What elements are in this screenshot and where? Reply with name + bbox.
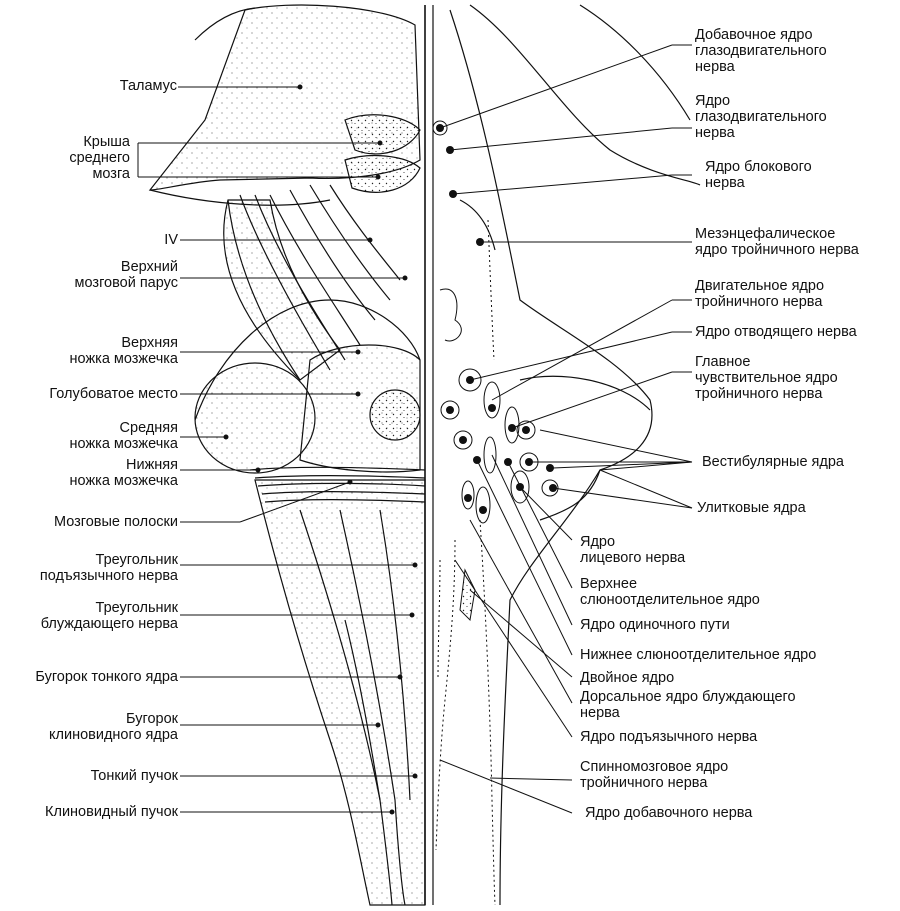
label-locus-coeruleus: Голубоватое место — [49, 386, 178, 402]
label-cochlear-nuclei: Улитковые ядра — [697, 500, 806, 516]
label-medullary-striae: Мозговые полоски — [53, 514, 178, 530]
label-thalamus: Таламус — [119, 78, 177, 94]
label-gracile-tubercle: Бугорок тонкого ядра — [35, 669, 178, 685]
label-nucleus-ambiguus: Двойное ядро — [580, 670, 675, 686]
label-cuneate-fasciculus: Клиновидный пучок — [45, 804, 178, 820]
label-abducens-nucleus: Ядро отводящего нерва — [695, 324, 857, 340]
label-trochlear-nucleus: Ядро блокового нерва — [705, 159, 812, 191]
label-accessory-nucleus: Ядро добавочного нерва — [585, 805, 753, 821]
leader-lines — [137, 44, 693, 815]
label-middle-cerebellar-peduncle: Средняя ножка мозжечка — [69, 420, 178, 452]
label-midbrain-roof: Крыша среднего мозга — [69, 134, 130, 182]
label-oculomotor-nucleus: Ядро глазодвигательного нерва — [695, 93, 827, 141]
label-vagal-trigone: Треугольник блуждающего нерва — [40, 600, 178, 632]
label-superior-medullary-velum: Верхний мозговой парус — [74, 259, 178, 291]
inferior-colliculus-shape — [344, 155, 421, 193]
label-dorsal-vagal-nucleus: Дорсальное ядро блуждающего нерва — [580, 689, 796, 721]
superior-colliculus-shape — [344, 114, 421, 155]
label-superior-cerebellar-peduncle: Верхняя ножка мозжечка — [69, 335, 178, 367]
medulla-left-outline — [254, 479, 426, 906]
label-cuneate-tubercle: Бугорок клиновидного ядра — [49, 711, 178, 743]
label-motor-trigeminal-nucleus: Двигательное ядро тройничного нерва — [695, 278, 825, 310]
middle-peduncle-cut — [194, 362, 316, 474]
label-mesencephalic-trigeminal-nucleus: Мезэнцефалическое ядро тройничного нерва — [695, 226, 859, 258]
label-gracile-fasciculus: Тонкий пучок — [90, 768, 178, 784]
label-vestibular-nuclei: Вестибулярные ядра — [702, 454, 844, 470]
label-spinal-trigeminal-nucleus: Спинномозговое ядро тройничного нерва — [580, 759, 729, 791]
label-accessory-oculomotor-nucleus: Добавочное ядро глазодвигательного нерва — [695, 27, 827, 75]
label-hypoglossal-nucleus: Ядро подъязычного нерва — [580, 729, 758, 745]
label-principal-sensory-trigeminal-nucleus: Главное чувствительное ядро тройничного … — [695, 354, 838, 402]
right-half-outline — [469, 4, 701, 186]
label-solitary-tract-nucleus: Ядро одиночного пути — [580, 617, 730, 633]
label-inferior-cerebellar-peduncle: Нижняя ножка мозжечка — [69, 457, 178, 489]
label-superior-salivatory-nucleus: Верхнее слюноотделительное ядро — [580, 576, 760, 608]
label-inferior-salivatory-nucleus: Нижнее слюноотделительное ядро — [580, 647, 817, 663]
label-nerve-iv: IV — [164, 232, 178, 248]
label-facial-nucleus: Ядро лицевого нерва — [580, 534, 686, 566]
label-hypoglossal-trigone: Треугольник подъязычного нерва — [39, 552, 178, 584]
